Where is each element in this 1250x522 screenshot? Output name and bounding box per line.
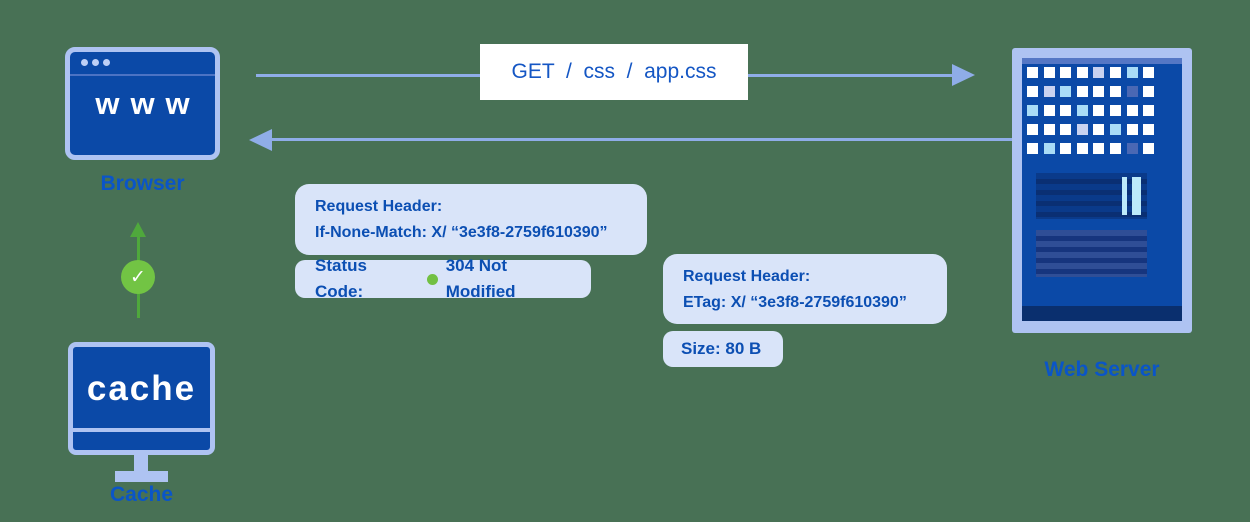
- server-led: [1060, 143, 1072, 154]
- server-led: [1126, 143, 1138, 154]
- server-led: [1093, 143, 1105, 154]
- server-led: [1060, 105, 1072, 116]
- cache-icon-text: cache: [86, 369, 197, 408]
- status-dot-icon: [426, 273, 438, 285]
- server-led: [1076, 67, 1088, 78]
- if-none-match-box: Request Header: If-None-Match: X/ “3e3f8…: [295, 184, 647, 255]
- server-vent-bar-icon: [1122, 177, 1127, 215]
- check-glyph: ✓: [130, 266, 146, 288]
- server-led: [1027, 105, 1038, 116]
- browser-icon-text: www: [95, 86, 201, 121]
- response-arrow-line: [272, 138, 1013, 141]
- cache-label: Cache: [109, 483, 174, 506]
- server-led: [1043, 67, 1055, 78]
- server-led: [1043, 143, 1055, 154]
- server-led: [1143, 124, 1155, 135]
- server-vent-panel: [1036, 173, 1147, 219]
- server-led-grid: [1027, 67, 1155, 154]
- server-led: [1126, 86, 1138, 97]
- if-none-match-value: If-None-Match: X/ “3e3f8-2759f610390”: [315, 224, 608, 241]
- etag-title: Request Header:: [683, 268, 811, 285]
- status-code-box: Status Code: 304 Not Modified: [295, 256, 591, 301]
- server-led: [1060, 67, 1072, 78]
- etag-box: Request Header: ETag: X/ “3e3f8-2759f610…: [663, 254, 947, 324]
- status-code-label: Status Code:: [315, 256, 367, 301]
- server-led: [1109, 143, 1121, 154]
- server-top-strip: [1022, 58, 1182, 64]
- server-led: [1076, 143, 1088, 154]
- request-url-text: GET / css / app.css: [511, 60, 717, 83]
- server-led: [1027, 86, 1038, 97]
- server-led: [1143, 143, 1155, 154]
- size-text: Size: 80 B: [681, 339, 762, 358]
- server-led: [1143, 67, 1155, 78]
- window-dot-icon: [103, 59, 110, 66]
- window-titlebar-divider: [70, 74, 215, 76]
- if-none-match-title: Request Header:: [315, 198, 443, 215]
- server-led: [1126, 124, 1138, 135]
- server-led: [1109, 86, 1121, 97]
- server-led: [1109, 105, 1121, 116]
- request-url-box: GET / css / app.css: [480, 44, 748, 100]
- server-slot-panel: [1036, 230, 1147, 277]
- server-led: [1043, 86, 1055, 97]
- server-vent-bar-icon: [1132, 177, 1141, 215]
- browser-icon: www: [65, 47, 220, 160]
- browser-label: Browser: [100, 172, 185, 195]
- etag-value: ETag: X/ “3e3f8-2759f610390”: [683, 294, 907, 311]
- cache-valid-check-icon: ✓: [121, 260, 155, 294]
- cache-arrow-head-icon: [130, 222, 146, 237]
- server-led: [1076, 86, 1088, 97]
- server-led: [1143, 86, 1155, 97]
- server-led: [1027, 67, 1038, 78]
- server-led: [1143, 105, 1155, 116]
- monitor-stand-neck: [134, 454, 148, 473]
- web-server-icon: [1012, 48, 1192, 333]
- server-led: [1076, 124, 1088, 135]
- server-led: [1060, 124, 1072, 135]
- server-led: [1093, 105, 1105, 116]
- web-server-label: Web Server: [1044, 358, 1160, 381]
- server-led: [1093, 86, 1105, 97]
- request-arrow-head-icon: [952, 64, 975, 86]
- server-led: [1027, 124, 1038, 135]
- size-box: Size: 80 B: [663, 331, 783, 367]
- window-dots-icon: [81, 59, 110, 66]
- server-led: [1093, 124, 1105, 135]
- window-dot-icon: [81, 59, 88, 66]
- window-dot-icon: [92, 59, 99, 66]
- server-led: [1109, 124, 1121, 135]
- server-led: [1043, 105, 1055, 116]
- cache-icon: cache: [68, 342, 215, 455]
- status-code-value: 304 Not Modified: [445, 256, 516, 301]
- server-led: [1076, 105, 1088, 116]
- server-led: [1043, 124, 1055, 135]
- monitor-chin-divider: [73, 428, 210, 432]
- server-led: [1027, 143, 1038, 154]
- response-arrow-head-icon: [249, 129, 272, 151]
- server-led: [1093, 67, 1105, 78]
- server-led: [1126, 67, 1138, 78]
- server-bottom-bar: [1022, 306, 1182, 321]
- server-led: [1126, 105, 1138, 116]
- monitor-stand-base: [115, 471, 168, 482]
- server-led: [1109, 67, 1121, 78]
- server-led: [1060, 86, 1072, 97]
